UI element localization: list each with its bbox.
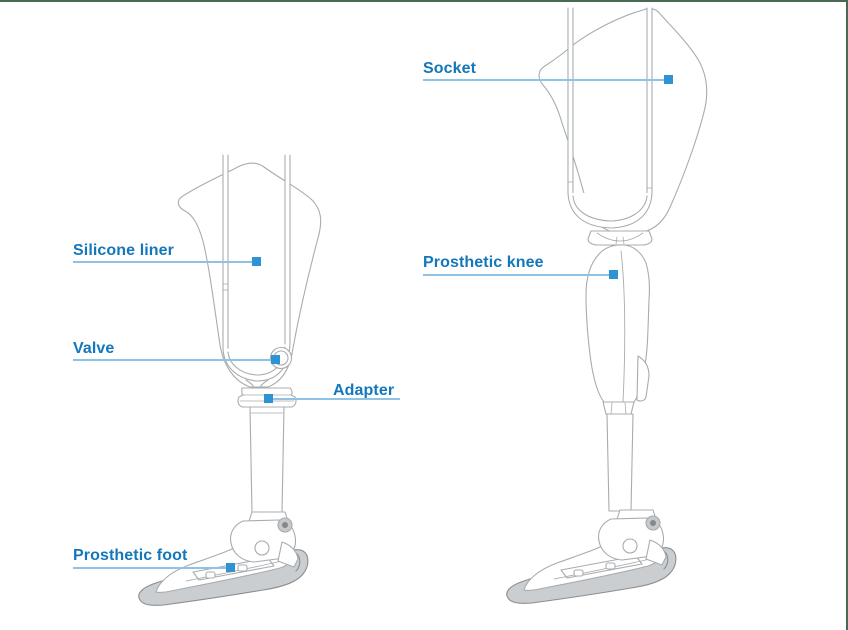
right-border-line — [846, 0, 848, 630]
prosthetic-knee-leader-line — [423, 274, 614, 276]
silicone-liner-marker-square — [252, 257, 261, 266]
socket-marker-square — [664, 75, 673, 84]
socket-drawing — [538, 7, 708, 246]
top-border-line — [0, 0, 848, 2]
valve-leader-line — [73, 359, 274, 361]
socket-leader-line — [423, 79, 670, 81]
silicone-liner-label: Silicone liner — [73, 242, 174, 259]
prosthetic-foot-drawing — [138, 511, 309, 606]
valve-label: Valve — [73, 340, 115, 357]
adapter-label: Adapter — [333, 382, 395, 399]
socket-label: Socket — [423, 60, 477, 77]
pylon-drawing — [249, 406, 285, 514]
above-knee-prosthesis-figure — [506, 7, 708, 604]
prosthetic-foot-marker-square — [226, 563, 235, 572]
silicone-liner-drawing — [177, 154, 322, 390]
prosthetic-knee-label: Prosthetic knee — [423, 254, 544, 271]
adapter-leader-line — [273, 398, 400, 400]
pylon-drawing — [606, 413, 634, 512]
prosthetic-knee-drawing — [585, 244, 650, 415]
prosthetic-knee-marker-square — [609, 270, 618, 279]
silicone-liner-leader-line — [73, 261, 257, 263]
prosthetic-foot-leader-line — [73, 567, 233, 569]
adapter-marker-square — [264, 394, 273, 403]
valve-marker-square — [271, 355, 280, 364]
prosthetic-foot-label: Prosthetic foot — [73, 547, 188, 564]
below-knee-prosthesis-figure — [138, 154, 322, 606]
